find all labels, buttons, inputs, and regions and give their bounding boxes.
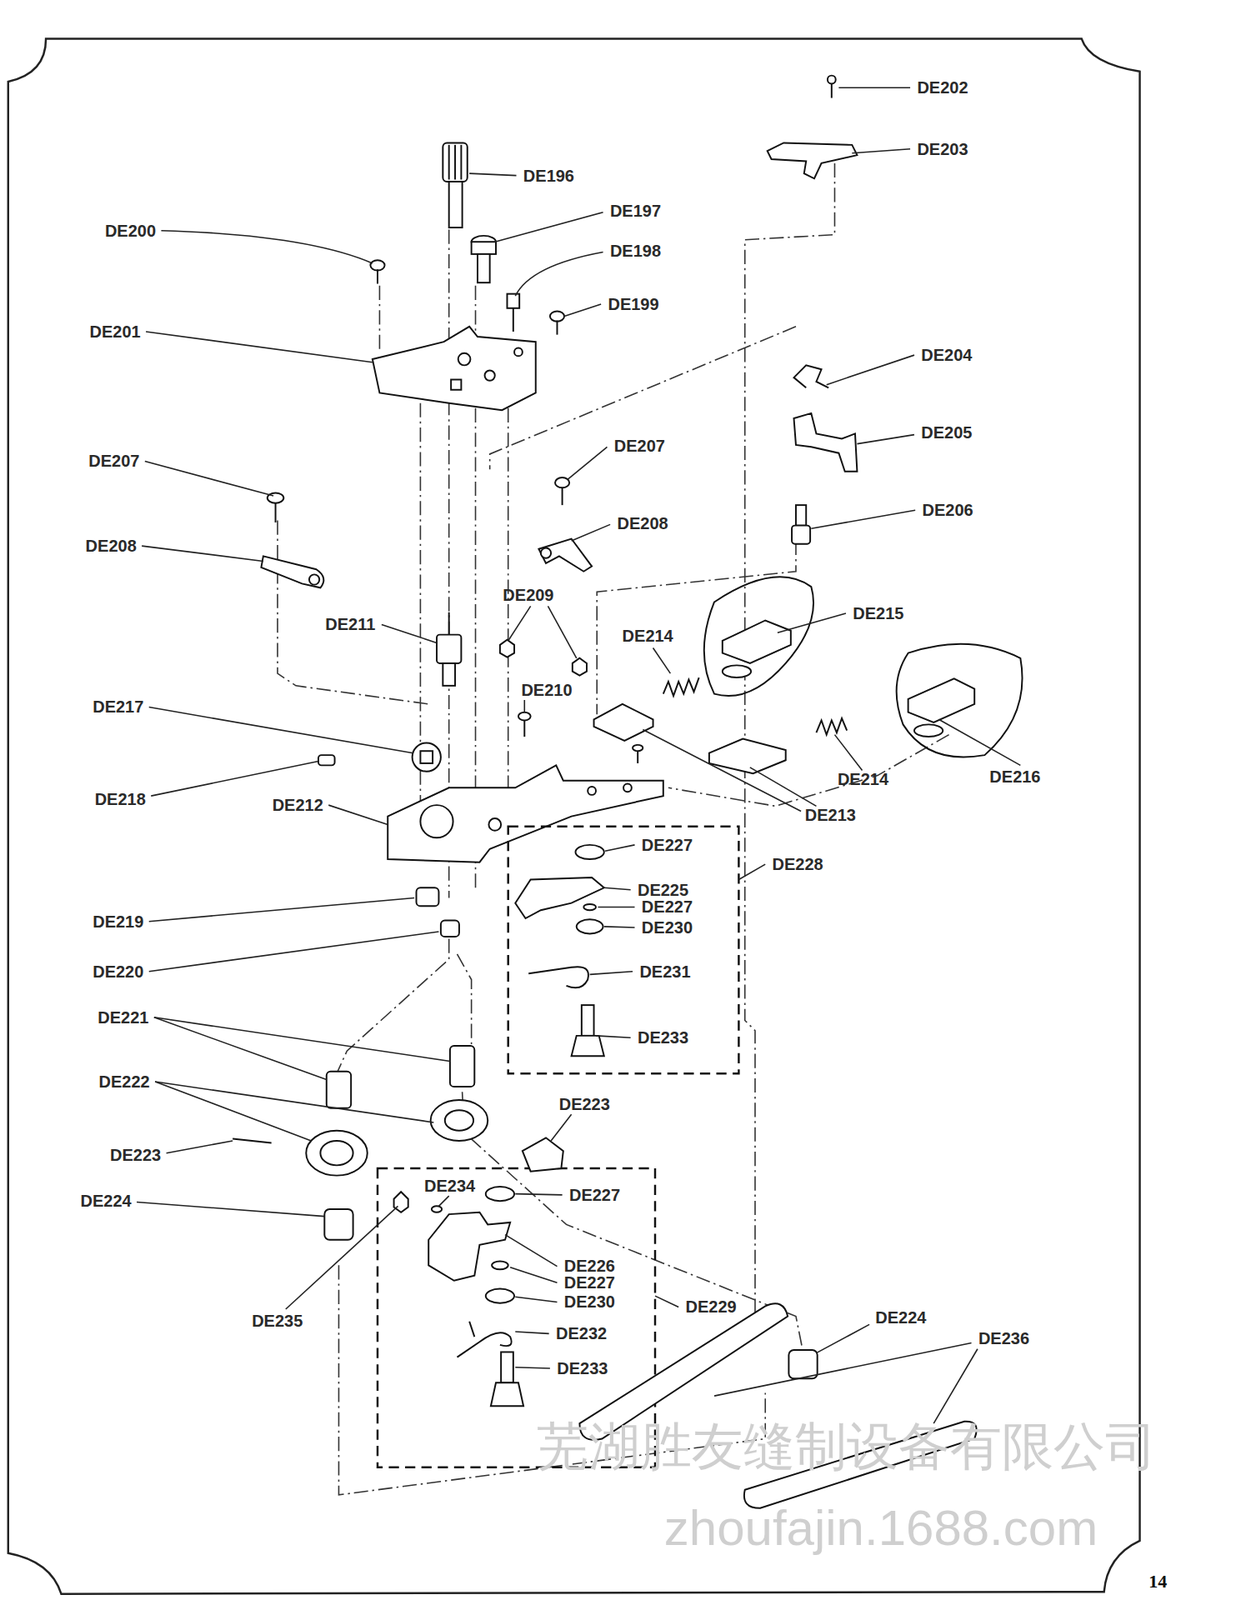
callout-number: DE208 [85,536,138,556]
callout-number: DE206 [921,500,975,520]
callout-number: DE204 [920,345,973,365]
callout-number: DE234 [423,1176,476,1196]
callout-number: DE229 [685,1297,738,1317]
callout-number: DE225 [636,880,690,900]
callout-number: DE233 [636,1028,690,1047]
callout-number: DE199 [606,295,660,314]
callout-number: DE211 [324,615,376,634]
callout-number: DE231 [638,962,691,981]
callout-number: DE233 [555,1359,609,1378]
callout-number: DE207 [613,436,666,456]
watermark: 芜湖胜友缝制设备有限公司 [535,1418,1158,1476]
callout-number: DE214 [621,626,675,646]
callout-number: DE215 [851,604,905,623]
callout-number: DE196 [522,166,576,186]
callout-number: DE228 [771,855,825,874]
callout-number: DE230 [563,1292,616,1312]
callout-number: DE212 [271,795,325,815]
callout-number: DE223 [109,1145,162,1165]
callout-number: DE224 [874,1308,927,1327]
callout-number: DE213 [804,805,857,825]
callout-number: DE198 [609,241,662,261]
callout-number: DE209 [501,585,555,605]
callout-number: DE218 [94,790,147,809]
callout-number: DE214 [836,770,890,789]
callout-number: DE216 [988,767,1041,786]
callout-number: DE232 [555,1324,608,1343]
callout-number: DE230 [640,918,694,937]
callout-number: DE205 [920,423,973,442]
callout-number: DE227 [568,1185,621,1205]
callout-number: DE203 [915,140,969,159]
callout-number: DE217 [91,697,145,716]
callout-number: DE220 [91,962,145,981]
callout-number: DE227 [563,1273,616,1292]
callout-number: DE223 [558,1095,611,1114]
callout-number: DE202 [915,78,969,97]
callout-number: DE224 [79,1191,132,1211]
callout-number: DE200 [104,221,157,241]
callout-number: DE201 [89,322,142,341]
watermark: zhoufajin.1688.com [663,1501,1099,1557]
page-number: 14 [1147,1571,1168,1592]
callout-number: DE221 [96,1008,150,1027]
callout-number: DE197 [609,201,662,221]
callout-number: DE210 [520,680,573,700]
callout-number: DE236 [977,1329,1031,1348]
callout-number: DE235 [250,1311,304,1331]
callout-number: DE208 [615,514,669,533]
callout-number: DE226 [563,1256,616,1276]
callout-number: DE227 [640,897,694,916]
callout-number: DE222 [98,1072,151,1091]
callout-number: DE227 [640,835,694,855]
callout-number: DE207 [87,451,141,471]
callout-number: DE219 [91,912,145,931]
